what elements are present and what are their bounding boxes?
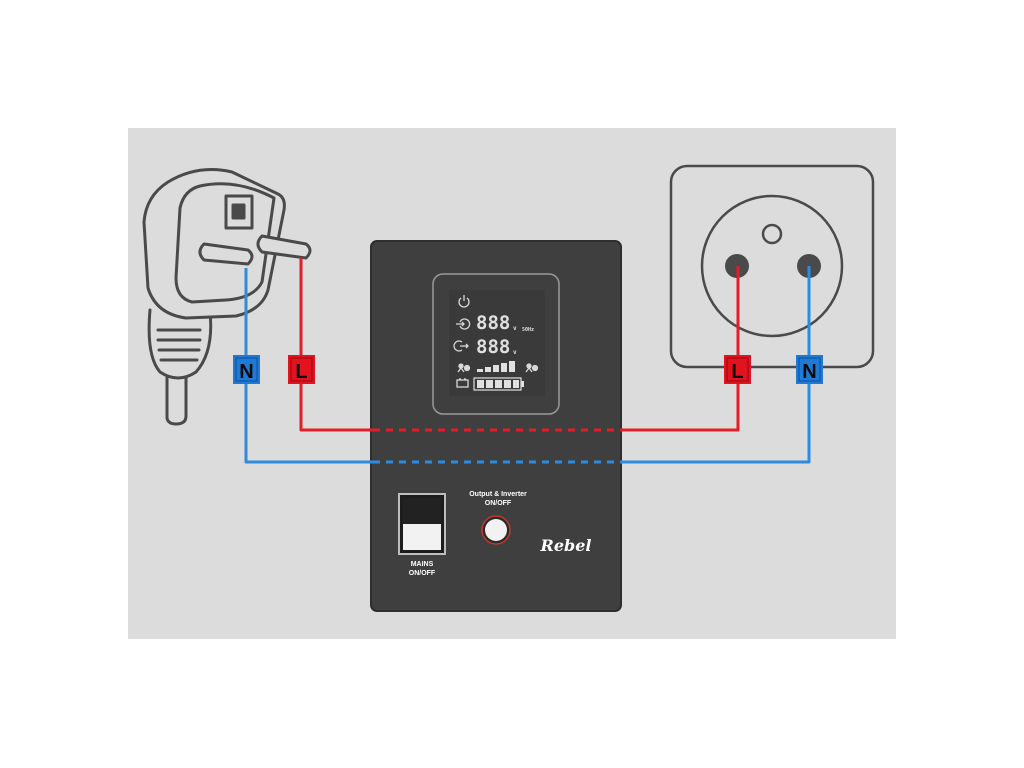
output-button-label-line2: ON/OFF [485, 500, 512, 507]
output-icon [453, 340, 469, 352]
plug-neutral-label: N [239, 361, 253, 383]
neutral-wire-out [621, 266, 811, 464]
neutral-wire-in [244, 268, 373, 464]
output-button-label-line1: Output & Inverter [469, 491, 527, 498]
plug-live-label: L [295, 361, 307, 383]
lcd-output-unit: v [513, 349, 517, 356]
socket-live-label: L [731, 361, 743, 383]
charge-icon [525, 363, 539, 373]
load-level-bars [477, 361, 515, 372]
wires [244, 258, 811, 464]
mains-label-line2: ON/OFF [409, 570, 436, 577]
lcd-output-reading: 888 [476, 336, 510, 358]
schuko-plug-icon [142, 168, 312, 426]
plug-neutral-badge: N [233, 355, 260, 384]
inverter-device: 888 v 50Hz 888 v MAINS O [370, 240, 622, 612]
socket-neutral-label: N [802, 361, 816, 383]
lcd-input-unit: v [513, 325, 517, 332]
socket-live-badge: L [724, 355, 751, 384]
load-icon [457, 363, 471, 373]
socket-neutral-badge: N [796, 355, 823, 384]
mains-label-line1: MAINS [411, 561, 434, 568]
live-wire-in [299, 258, 373, 432]
battery-icon [456, 378, 469, 388]
lcd-frequency: 50Hz [522, 327, 534, 333]
plug-live-badge: L [288, 355, 315, 384]
live-wire-out [621, 266, 740, 432]
socket-icon [669, 164, 875, 369]
mains-switch[interactable] [398, 493, 446, 555]
input-icon [456, 318, 471, 330]
power-icon [458, 295, 470, 308]
output-inverter-button[interactable] [481, 515, 511, 545]
battery-level-bars [473, 377, 524, 391]
lcd-input-reading: 888 [476, 312, 510, 334]
rebel-logo: Rebel [540, 536, 592, 555]
